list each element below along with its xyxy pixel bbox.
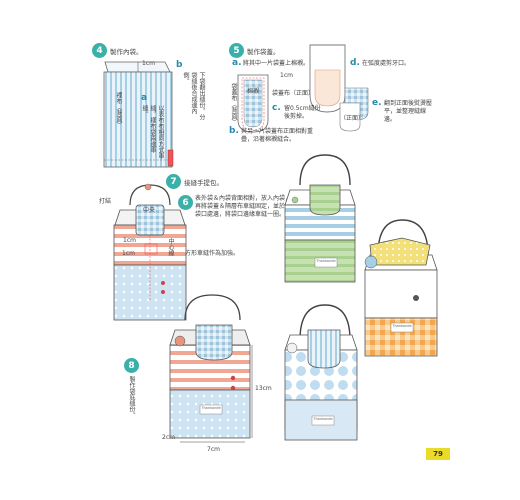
green-bag-tag: Thankonde — [316, 259, 336, 263]
step4-a-letter: a — [141, 93, 148, 103]
step8-7cm-label: 7cm — [207, 446, 220, 453]
step5-b-letter: b. — [229, 126, 239, 136]
blue-bag-tag: Thankonde — [313, 417, 333, 421]
step5-a-letter: a. — [232, 58, 242, 68]
step8-bag — [169, 294, 253, 443]
step8-13cm-label: 13cm — [255, 385, 272, 392]
step5-cover-back-label: 袋蓋布（背面） — [230, 83, 237, 125]
step8-bag-tag: Thankonde — [201, 406, 221, 410]
step6-1cm-label-a: 1cm — [123, 237, 136, 244]
step5-cover-pieces — [237, 44, 369, 133]
step5-b-text: 與另一片袋蓋布正面相對重疊，沿著棉襯縫合。 — [241, 128, 314, 143]
step8-2cm-label: 2cm — [162, 434, 175, 441]
step4-b-text: 下袋翻出縫份，分袋縫後合成邊內側。 — [182, 72, 205, 120]
step-8-number: 8 — [124, 358, 139, 373]
step5-a-text: 將其中一片袋蓋上棉襯。 — [243, 60, 310, 67]
step-5-number: 5 — [229, 43, 244, 58]
step6-assembly-bag — [113, 183, 187, 321]
step6-knot-label: 打結 — [99, 198, 112, 205]
step6-reinforce-label: 方形車縫作為加強。 — [185, 250, 240, 257]
step4-a-text: 以表布布相同方式車縫，樣布袋兩邊車縫。 — [141, 105, 164, 159]
step6-1cm-label-b: 1cm — [122, 250, 135, 257]
step-4-label: 製作內袋。 — [110, 48, 143, 56]
step5-1cm-label: 1cm — [280, 72, 293, 79]
step5-c-text: 留0.5cm縫份後剪掉。 — [284, 105, 321, 120]
step4-lining-label: 裡布（背面） — [115, 92, 122, 128]
step-8-text: 製作袋底縫份。 — [128, 376, 135, 418]
page-number: 79 — [426, 448, 450, 460]
blue-bag — [284, 304, 358, 441]
step5-cover-front-label: 袋蓋布（正面） — [272, 90, 315, 97]
orange-bag — [364, 219, 438, 357]
step5-e-text: 翻到正面後熨燙壓平，並整理縫線邊。 — [384, 100, 433, 123]
step-7-label: 接縫手提包。 — [184, 179, 223, 187]
step4-1cm-label: 1cm — [142, 60, 155, 67]
orange-bag-tag: Thankonde — [392, 324, 412, 328]
step5-interfacing-label: 棉襯 — [247, 88, 260, 95]
step-4-number: 4 — [92, 43, 107, 58]
step5-front-label: （正面） — [340, 115, 365, 122]
green-bag — [284, 154, 356, 283]
step5-c-letter: c. — [272, 103, 281, 113]
step4-b-letter: b — [176, 60, 183, 70]
step5-e-letter: e. — [372, 98, 382, 108]
step-6-number: 6 — [178, 195, 193, 210]
step-6-text: 表外袋＆內袋背面相對，放入內袋，再將袋蓋＆隔層布車縫固定，並於在袋口處邊，將袋口… — [195, 195, 292, 218]
step5-d-letter: d. — [350, 58, 360, 68]
step-5-label: 製作袋蓋。 — [247, 48, 280, 56]
step5-d-text: 在弧度處剪牙口。 — [362, 60, 411, 67]
step-7-number: 7 — [166, 174, 181, 189]
step4-lining-bag — [103, 61, 174, 168]
step6-center-label: 中央 — [143, 207, 156, 214]
step6-centerline-label: 中心線 — [167, 238, 174, 256]
